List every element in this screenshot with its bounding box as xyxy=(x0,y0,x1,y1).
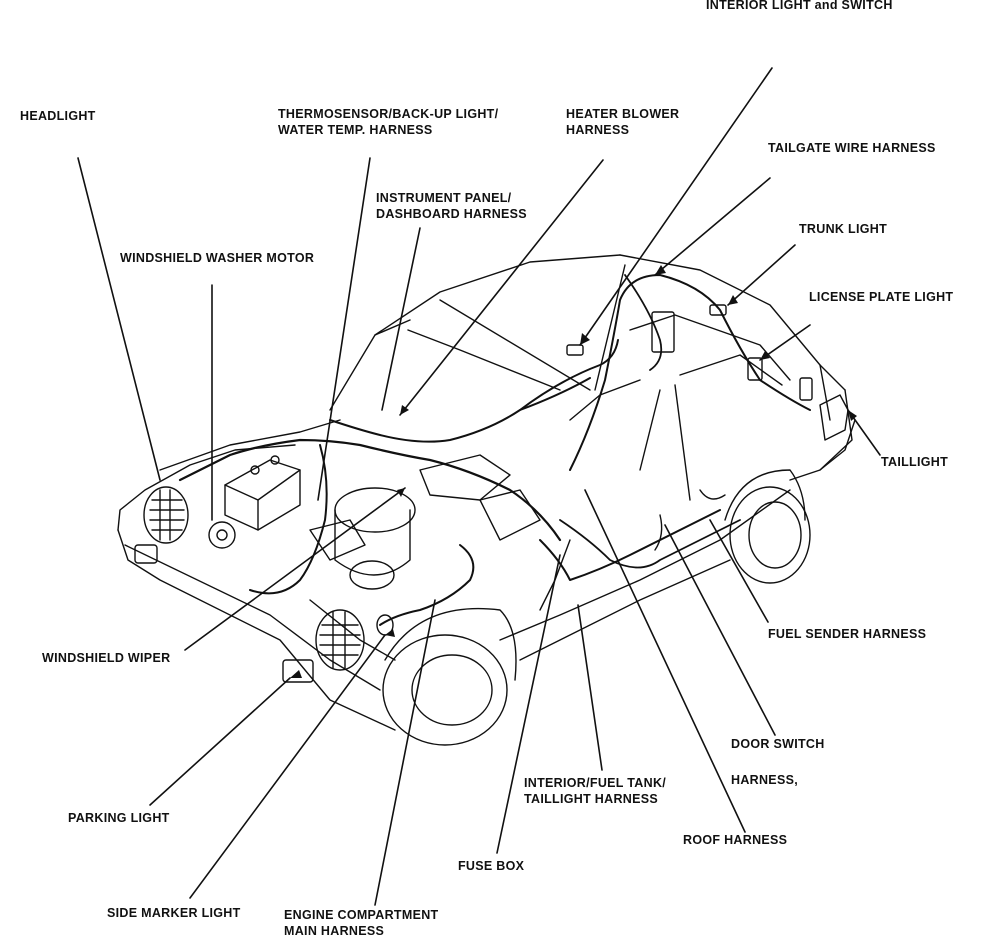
label-parking-light: PARKING LIGHT xyxy=(68,811,170,825)
label-taillight: TAILLIGHT xyxy=(881,455,949,469)
label-instrument-panel-harness: INSTRUMENT PANEL/ DASHBOARD HARNESS xyxy=(376,191,527,221)
car-body xyxy=(117,254,856,746)
label-door-switch-harness: DOOR SWITCH HARNESS, xyxy=(731,737,825,787)
label-tailgate-wire-harness: TAILGATE WIRE HARNESS xyxy=(768,141,936,155)
side-marker-light-icon xyxy=(134,544,158,564)
label-heater-blower-harness: HEATER BLOWER HARNESS xyxy=(566,107,680,137)
label-windshield-washer-motor: WINDSHIELD WASHER MOTOR xyxy=(120,251,315,265)
label-license-plate-light: LICENSE PLATE LIGHT xyxy=(809,290,954,304)
engine-bay xyxy=(178,274,849,626)
label-side-marker-light: SIDE MARKER LIGHT xyxy=(107,906,241,920)
headlight-left-icon xyxy=(143,486,189,544)
label-trunk-light: TRUNK LIGHT xyxy=(799,222,888,236)
label-roof-harness: ROOF HARNESS xyxy=(683,833,788,847)
headlight-right-icon xyxy=(315,609,365,671)
label-engine-compartment-harness: ENGINE COMPARTMENT MAIN HARNESS xyxy=(284,908,439,938)
label-fuse-box: FUSE BOX xyxy=(458,859,525,873)
label-windshield-wiper: WINDSHIELD WIPER xyxy=(42,651,171,665)
parking-light-icon xyxy=(282,659,314,683)
arrow-heads xyxy=(290,265,857,678)
label-interior-fuel-tank-taillight-harness: INTERIOR/FUEL TANK/ TAILLIGHT HARNESS xyxy=(524,776,667,806)
label-interior-light-switch: INTERIOR LIGHT and SWITCH xyxy=(706,0,893,12)
label-thermosensor-harness: THERMOSENSOR/BACK-UP LIGHT/ WATER TEMP. … xyxy=(278,107,499,137)
label-headlight: HEADLIGHT xyxy=(20,109,96,123)
label-fuel-sender-harness: FUEL SENDER HARNESS xyxy=(768,627,927,641)
